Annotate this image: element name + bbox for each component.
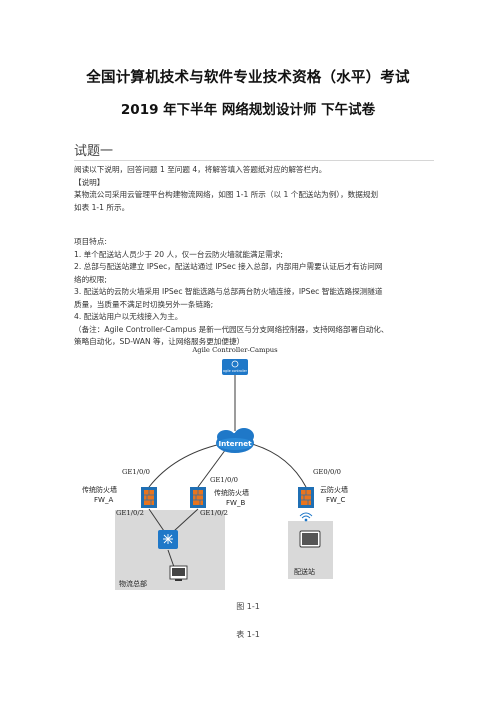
intro-label: 【说明】 — [74, 177, 105, 187]
section-divider — [74, 160, 434, 161]
fw-a-port-up: GE1/0/0 — [122, 468, 150, 476]
firewall-a-icon — [141, 487, 157, 508]
network-links — [148, 373, 307, 568]
hq-label: 物流总部 — [119, 579, 147, 588]
feature-line: 1. 单个配送站人员少于 20 人，仅一台云防火墙就能满足需求; — [74, 249, 283, 259]
firewall-c-icon — [298, 487, 314, 508]
feature-line: 2. 总部与配送站建立 IPSec，配送站通过 IPSec 接入总部，内部用户需… — [74, 262, 383, 271]
feature-line: 质量，当质量不满足时切换另外一条链路; — [74, 299, 214, 309]
exam-title: 全国计算机技术与软件专业技术资格（水平）考试 — [86, 70, 410, 86]
fw-c-port-up: GE0/0/0 — [313, 468, 341, 476]
feature-line: 4. 配送站用户以无线接入为主。 — [74, 312, 183, 321]
intro-line: 某物流公司采用云管理平台构建物流网络，如图 1-1 所示（以 1 个配送站为例）… — [74, 190, 379, 199]
internet-label: Internet — [218, 439, 252, 448]
firewall-b-icon — [190, 487, 206, 508]
fw-a-id: FW_A — [94, 496, 113, 504]
feature-line: 策略自动化，SD-WAN 等，让网络服务更加便捷） — [74, 337, 245, 346]
core-switch-icon — [158, 530, 178, 549]
feature-line: （备注：Agile Controller-Campus 是新一代园区与分支网络控… — [74, 324, 389, 334]
fw-a-name: 传统防火墙 — [82, 485, 117, 494]
feature-line: 络的权限; — [74, 274, 107, 284]
features-heading: 项目特点: — [74, 237, 107, 246]
section-title: 试题一 — [74, 144, 114, 159]
fw-b-port-down: GE1/0/2 — [200, 509, 228, 517]
features-paragraph: 项目特点: 1. 单个配送站人员少于 20 人，仅一台云防火墙就能满足需求; 2… — [74, 236, 430, 349]
controller-icon: agile controller — [222, 359, 248, 375]
fw-b-id: FW_B — [226, 499, 245, 507]
fw-b-name: 传统防火墙 — [214, 488, 249, 497]
figure-caption: 图 1-1 — [236, 602, 260, 611]
station-label: 配送站 — [294, 567, 315, 576]
controller-label: Agile Controller-Campus — [191, 346, 278, 354]
internet-cloud-icon: Internet — [216, 428, 254, 453]
hq-computer-icon — [169, 565, 188, 581]
exam-subtitle: 2019 年下半年 网络规划设计师 下午试卷 — [120, 102, 376, 118]
network-diagram: agile controller Agile Controller-Campus… — [82, 346, 348, 590]
feature-line: 3. 配送站的云防火墙采用 IPSec 智能选路与总部两台防火墙连接，IPSec… — [74, 287, 383, 296]
table-caption: 表 1-1 — [236, 630, 260, 639]
fw-b-port-up: GE1/0/0 — [210, 476, 238, 484]
station-tablet-icon — [299, 530, 321, 548]
intro-line: 如表 1-1 所示。 — [74, 202, 130, 212]
fw-a-port-down: GE1/0/2 — [116, 509, 144, 517]
wifi-signal-icon — [299, 512, 313, 522]
fw-c-id: FW_C — [326, 496, 345, 504]
fw-c-name: 云防火墙 — [320, 485, 348, 494]
intro-line: 阅读以下说明，回答问题 1 至问题 4，将解答填入答题纸对应的解答栏内。 — [74, 165, 327, 174]
svg-text:agile controller: agile controller — [223, 369, 248, 373]
intro-paragraph: 阅读以下说明，回答问题 1 至问题 4，将解答填入答题纸对应的解答栏内。 【说明… — [74, 164, 430, 214]
